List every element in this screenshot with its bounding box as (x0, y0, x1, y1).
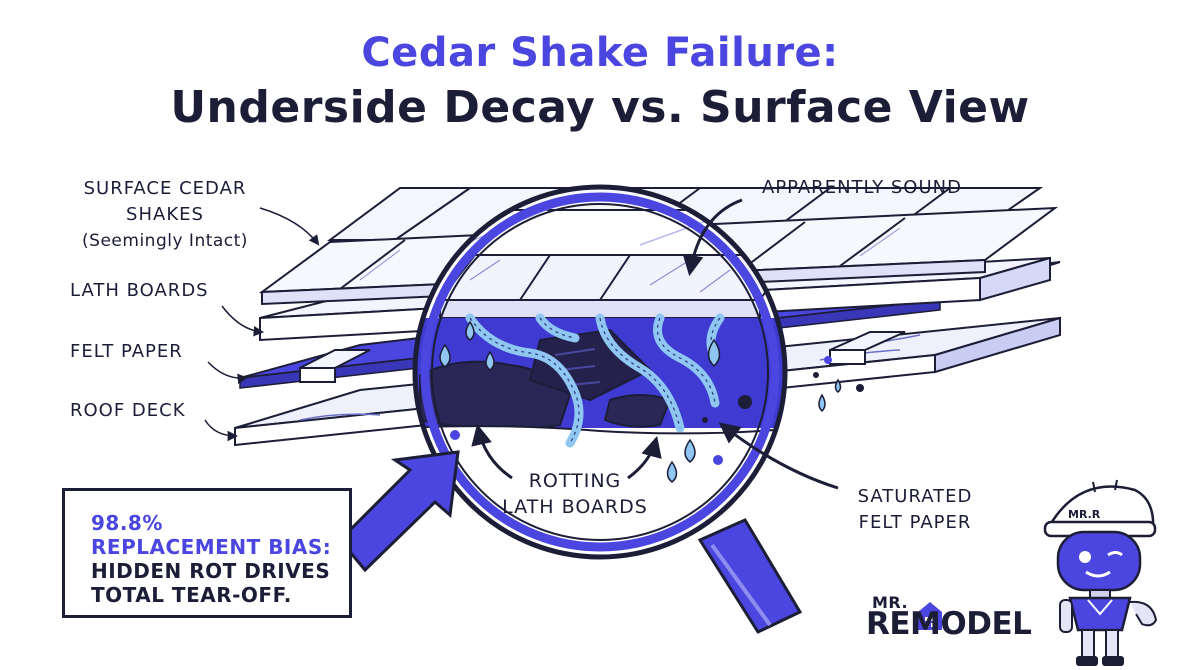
magnifier-handle (697, 518, 803, 634)
magnifier-rim (412, 184, 788, 560)
arrow-rotting-left (471, 423, 513, 480)
brand-prefix: MR. (872, 593, 909, 612)
label-surface-sub: (Seemingly Intact) (82, 231, 248, 251)
callout-body-2: TOTAL TEAR-OFF. (91, 583, 292, 607)
arrow-felt (207, 361, 249, 385)
label-lath-boards: LATH BOARDS (70, 280, 209, 301)
label-surface-line1: SURFACE CEDAR (83, 178, 247, 199)
label-rotting-lath: ROTTING LATH BOARDS (480, 468, 670, 520)
arrow-apparently-sound (682, 198, 743, 277)
callout-pointer (337, 450, 460, 573)
title-line-2: Underside Decay vs. Surface View (170, 82, 1030, 133)
callout-headline: REPLACEMENT BIAS: (91, 535, 332, 559)
arrow-saturated (718, 422, 839, 490)
label-surface-shakes: SURFACE CEDAR SHAKES (Seemingly Intact) (60, 176, 270, 254)
label-saturated-felt: SATURATED FELT PAPER (820, 484, 1010, 536)
outside-drips (813, 356, 864, 413)
arrow-rotting-right (627, 435, 662, 480)
arrow-surface-shakes (259, 207, 320, 246)
mascot-helmet-text: MR.R (1068, 508, 1101, 521)
callout-stat: 98.8% (91, 511, 163, 535)
magnifier-rim-inner (420, 192, 780, 552)
label-surface-line2: SHAKES (126, 204, 204, 225)
label-saturated-line1: SATURATED (857, 486, 973, 507)
label-rotting-line2: LATH BOARDS (502, 496, 648, 518)
arrow-deck (204, 419, 239, 442)
replacement-bias-callout: 98.8% REPLACEMENT BIAS: HIDDEN ROT DRIVE… (62, 488, 352, 618)
callout-body-1: HIDDEN ROT DRIVES (91, 559, 331, 583)
brand-house-icon (918, 602, 942, 630)
label-rotting-line1: ROTTING (528, 470, 622, 492)
label-felt-paper: FELT PAPER (70, 341, 183, 362)
title-line-1: Cedar Shake Failure: (361, 30, 839, 76)
brand-logo-text: REMODEL (866, 606, 1032, 642)
label-saturated-line2: FELT PAPER (858, 512, 972, 533)
label-apparently-sound: APPARENTLY SOUND (762, 177, 962, 198)
arrow-lath (221, 305, 265, 337)
label-roof-deck: ROOF DECK (70, 400, 186, 421)
mascot-robot (1043, 479, 1158, 666)
